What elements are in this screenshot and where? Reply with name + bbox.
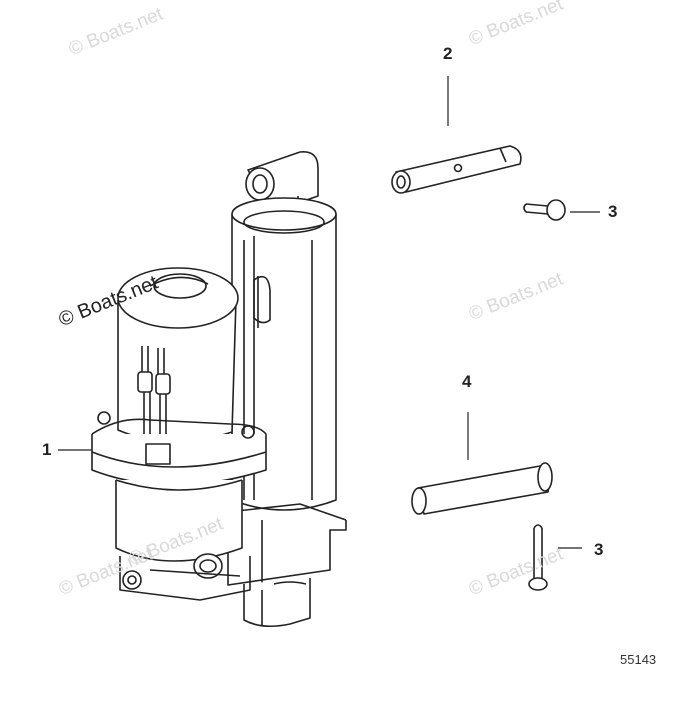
trim-cylinder [227, 151, 347, 628]
retainer-pin-upper [523, 199, 566, 221]
figure-number: 55143 [620, 652, 657, 667]
callout-part-3-lower: 3 [594, 540, 604, 559]
callout-part-4: 4 [462, 372, 472, 391]
pump-motor-assembly [91, 267, 267, 601]
upper-pin [391, 145, 522, 194]
callout-part-2: 2 [443, 44, 453, 63]
callout-part-1: 1 [42, 440, 52, 459]
leader-lines [58, 76, 600, 549]
lower-pin [411, 462, 553, 515]
retainer-pin-lower [528, 524, 548, 591]
callout-part-3-upper: 3 [608, 202, 618, 221]
